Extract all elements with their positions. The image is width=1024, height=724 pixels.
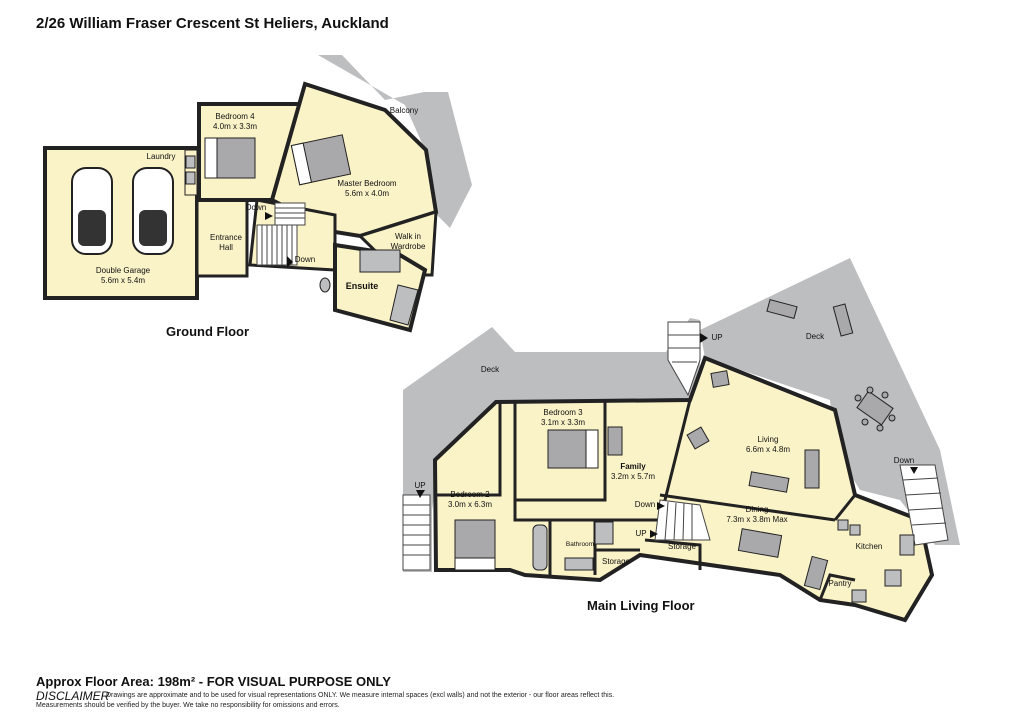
up-arrow-top: [700, 333, 708, 343]
label-bedroom2: Bedroom 2: [450, 490, 490, 499]
label-down-family: Down: [635, 500, 655, 509]
car-left: [71, 167, 113, 255]
dryer: [185, 171, 196, 185]
label-bathroom: Bathroom: [566, 541, 594, 548]
label-pantry: Pantry: [828, 579, 851, 588]
ensuite-vanity: [359, 249, 401, 273]
label-master: Master Bedroom: [337, 179, 396, 188]
shower-tray: [594, 521, 614, 545]
label-dining: Dining: [746, 505, 769, 514]
bedroom2-bed: [454, 519, 496, 571]
label-down-1: Down: [246, 203, 266, 212]
down-arrow-right: [910, 467, 918, 474]
deck-table: [854, 386, 896, 432]
master-bed: [290, 134, 352, 186]
label-deck-left: Deck: [481, 365, 500, 374]
label-deck-right: Deck: [806, 332, 825, 341]
main-partitions: [436, 399, 857, 601]
living-furniture: [607, 298, 854, 493]
kitchen-fixtures: [837, 519, 915, 603]
label-balcony: Balcony: [390, 106, 418, 115]
dining-table: [737, 528, 829, 591]
up-arrow-left: [416, 490, 425, 498]
label-down-right: Down: [894, 456, 914, 465]
bedroom4-bed: [204, 137, 256, 179]
label-bedroom2-size: 3.0m x 6.3m: [448, 500, 492, 509]
label-dining-size: 7.3m x 3.8m Max: [726, 515, 787, 524]
label-laundry: Laundry: [147, 152, 176, 161]
label-walkin-2: Wardrobe: [391, 242, 426, 251]
label-garage: Double Garage: [96, 266, 151, 275]
disclaimer-line-2: Measurements should be verified by the b…: [36, 702, 340, 709]
label-bedroom4: Bedroom 4: [215, 112, 255, 121]
label-living-size: 6.6m x 4.8m: [746, 445, 790, 454]
disclaimer-heading: DISCLAIMER: [36, 689, 110, 703]
car-right: [132, 167, 174, 255]
up-arrow-storage: [650, 530, 658, 538]
disclaimer-line-1: Drawings are approximate and to be used …: [106, 692, 615, 699]
main-stairs: [402, 321, 949, 571]
label-up-top: UP: [711, 333, 722, 342]
floor-area-text: Approx Floor Area: 198m² - FOR VISUAL PU…: [36, 674, 391, 689]
deck-right-area: [700, 258, 960, 545]
washing-machine: [185, 155, 196, 169]
label-bedroom4-size: 4.0m x 3.3m: [213, 122, 257, 131]
label-storage-1: Storage: [602, 557, 631, 566]
down-arrow-2: [287, 256, 293, 268]
label-bedroom3: Bedroom 3: [543, 408, 583, 417]
label-ensuite: Ensuite: [346, 281, 379, 291]
ensuite-toilet: [319, 277, 331, 293]
ground-room-labels: Laundry Double Garage 5.6m x 5.4m Entran…: [96, 106, 426, 291]
label-walkin: Walk in: [395, 232, 421, 241]
down-arrow-family: [657, 502, 665, 510]
label-storage-2: Storage: [668, 542, 697, 551]
deck-left-area: [403, 318, 700, 572]
main-floor-interior: [432, 355, 935, 623]
bath-vanity: [564, 557, 594, 571]
label-bedroom3-size: 3.1m x 3.3m: [541, 418, 585, 427]
label-garage-size: 5.6m x 5.4m: [101, 276, 145, 285]
plan-title: 2/26 William Fraser Crescent St Heliers,…: [36, 15, 389, 32]
label-entrance-2: Hall: [219, 243, 233, 252]
ground-stairs: [256, 202, 306, 266]
down-arrow-1: [265, 212, 273, 220]
main-room-labels: Deck Deck Bedroom 3 3.1m x 3.3m Bedroom …: [414, 332, 914, 588]
label-living: Living: [758, 435, 779, 444]
label-kitchen: Kitchen: [856, 542, 883, 551]
label-up-left: UP: [414, 481, 425, 490]
bathtub: [532, 524, 548, 571]
label-family: Family: [620, 462, 646, 471]
label-master-size: 5.6m x 4.0m: [345, 189, 389, 198]
ensuite-shower: [389, 284, 419, 326]
label-entrance: Entrance: [210, 233, 243, 242]
ground-floor-label: Ground Floor: [166, 324, 250, 339]
bedroom3-bed: [547, 429, 599, 469]
main-floor-label: Main Living Floor: [587, 598, 695, 613]
label-up-storage: UP: [635, 529, 646, 538]
label-down-2: Down: [295, 255, 315, 264]
label-family-size: 3.2m x 5.7m: [611, 472, 655, 481]
